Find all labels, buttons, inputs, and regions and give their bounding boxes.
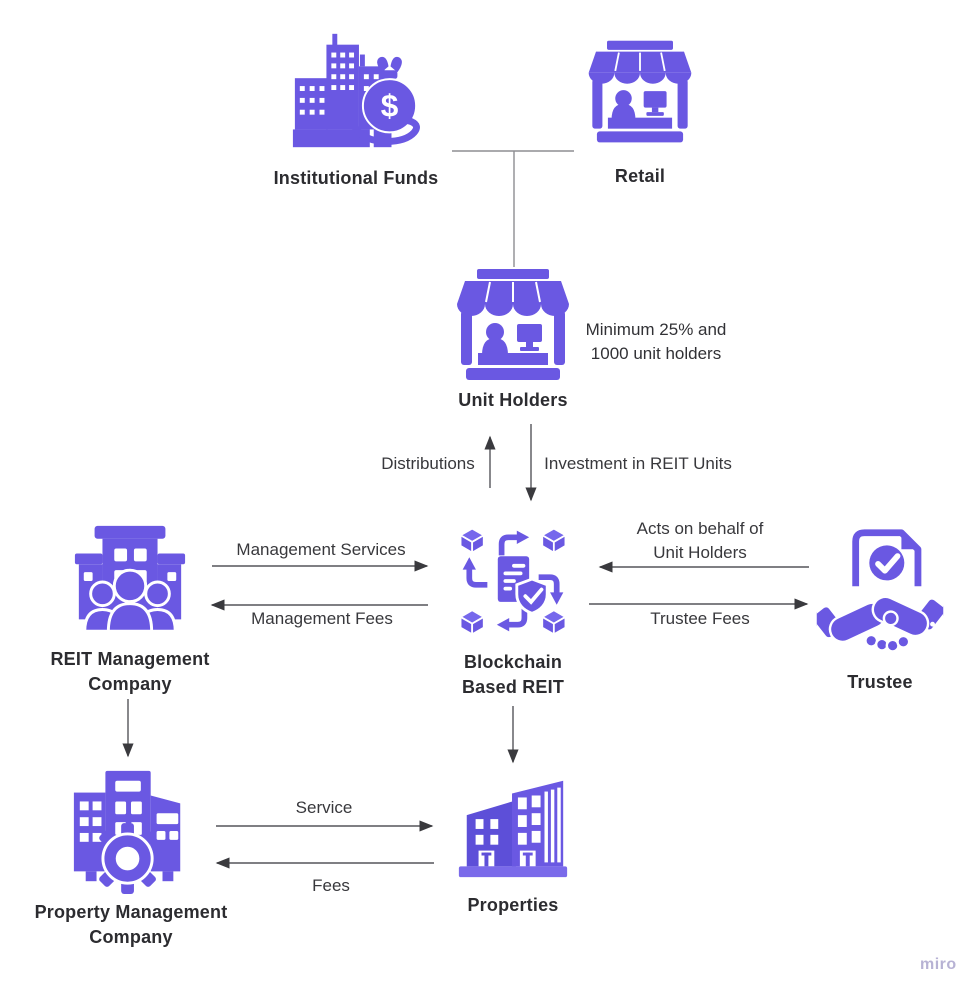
investment-edge-label: Investment in REIT Units xyxy=(544,454,732,473)
reit-management-building-icon xyxy=(69,521,191,641)
trustee-fees-edge-label: Trustee Fees xyxy=(650,609,750,628)
retail-storefront-icon xyxy=(585,40,695,144)
miro-watermark: miro xyxy=(920,956,957,973)
node-unit-holders: Unit Holders xyxy=(423,268,603,413)
node-properties: Properties xyxy=(425,764,601,918)
distributions-edge-label: Distributions xyxy=(381,454,475,473)
properties-label: Properties xyxy=(467,895,559,915)
blockchain-icon xyxy=(456,524,570,638)
management-fees-edge-label: Management Fees xyxy=(251,609,393,628)
fees-edge-label: Fees xyxy=(312,876,350,895)
blockchain-reit-label: Blockchain Based REIT xyxy=(461,652,565,697)
retail-label: Retail xyxy=(614,166,666,186)
institutional-funds-icon xyxy=(287,30,425,152)
node-reit-management: REIT Management Company xyxy=(40,521,220,697)
reit-management-label: REIT Management Company xyxy=(50,649,210,694)
acts-on-behalf-edge-label: Acts on behalf of Unit Holders xyxy=(636,519,764,562)
node-retail: Retail xyxy=(550,40,730,189)
node-trustee: Trustee xyxy=(802,524,958,695)
trustee-label: Trustee xyxy=(847,672,913,692)
node-blockchain-reit: Blockchain Based REIT xyxy=(423,524,603,700)
institutional-funds-label: Institutional Funds xyxy=(273,168,439,188)
unit-holders-storefront-icon xyxy=(453,268,573,382)
property-management-gear-icon xyxy=(66,766,196,894)
unit-holders-note: Minimum 25% and 1000 unit holders xyxy=(585,320,727,363)
node-property-management: Property Management Company xyxy=(28,766,234,950)
properties-buildings-icon xyxy=(451,764,575,887)
service-edge-label: Service xyxy=(295,798,353,817)
trustee-handshake-icon xyxy=(816,524,944,668)
unit-holders-label: Unit Holders xyxy=(458,390,568,410)
node-institutional-funds: Institutional Funds xyxy=(266,30,446,191)
management-services-edge-label: Management Services xyxy=(236,540,406,559)
property-management-label: Property Management Company xyxy=(34,902,228,947)
